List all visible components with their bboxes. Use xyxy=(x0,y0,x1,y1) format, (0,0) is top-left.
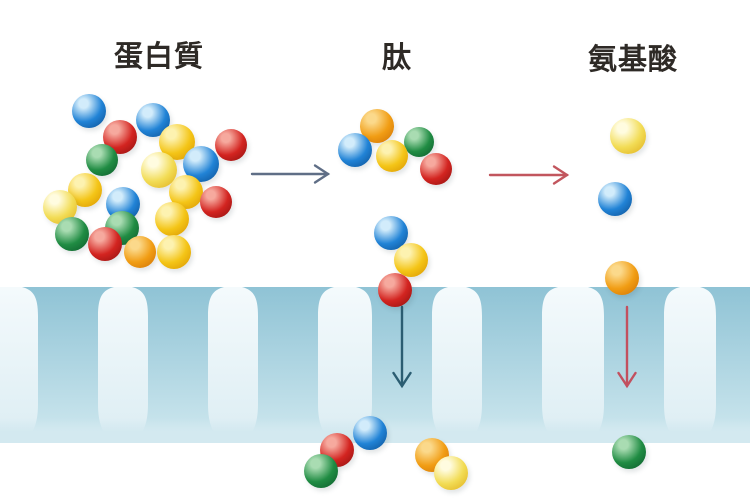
protein-label: 蛋白質 xyxy=(113,39,205,73)
peptide-ball-green xyxy=(404,127,434,157)
peptide-ball-red xyxy=(420,153,452,185)
protein-ball-yellow xyxy=(157,235,191,269)
membrane-pillar xyxy=(132,287,224,440)
peptide-label: 肽 xyxy=(381,40,413,74)
protein-ball-green xyxy=(55,217,89,251)
membrane-pillar xyxy=(588,287,680,440)
membrane-pillar xyxy=(242,287,334,440)
amino-acid-label: 氨基酸 xyxy=(587,42,679,76)
membrane-pillar xyxy=(466,287,558,440)
absorbed-ball-blue xyxy=(353,416,387,450)
membrane-pillar xyxy=(22,287,114,440)
amino-acid-into-membrane-arrow xyxy=(617,305,637,389)
protein-ball-red xyxy=(200,186,232,218)
peptide-entering-ball-yellow xyxy=(394,243,428,277)
protein-ball-red xyxy=(215,129,247,161)
peptide-entering-ball-red xyxy=(378,273,412,307)
membrane-pillar xyxy=(700,287,750,440)
peptide-into-membrane-arrow xyxy=(392,305,412,389)
protein-ball-yellow xyxy=(155,202,189,236)
protein-ball-orange xyxy=(124,236,156,268)
protein-ball-green xyxy=(86,144,118,176)
protein-to-peptide-arrow xyxy=(250,164,331,184)
peptide-to-amino-acid-arrow xyxy=(488,165,570,185)
protein-ball-blue xyxy=(72,94,106,128)
amino-acid-ball-orange xyxy=(605,261,639,295)
amino-acid-ball-green xyxy=(612,435,646,469)
protein-ball-red xyxy=(88,227,122,261)
absorbed-ball-green xyxy=(304,454,338,488)
amino-acid-ball-paleyellow xyxy=(610,118,646,154)
amino-acid-ball-blue xyxy=(598,182,632,216)
peptide-ball-yellow xyxy=(376,140,408,172)
peptide-ball-blue xyxy=(338,133,372,167)
absorbed-ball-paleyellow xyxy=(434,456,468,490)
